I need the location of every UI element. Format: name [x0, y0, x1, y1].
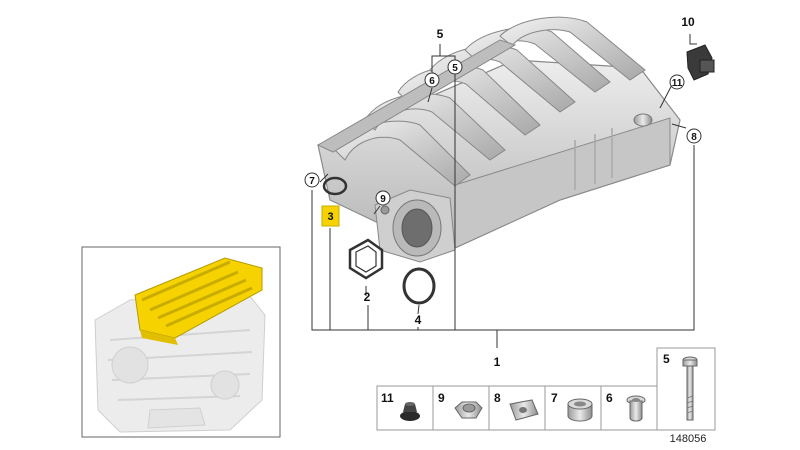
callout-1: 1 [494, 355, 501, 369]
svg-text:9: 9 [438, 391, 445, 405]
sleeve-icon [626, 395, 646, 422]
svg-text:8: 8 [494, 391, 501, 405]
svg-text:6: 6 [429, 76, 435, 87]
svg-text:7: 7 [309, 176, 315, 187]
leader-lines [311, 34, 697, 348]
svg-text:8: 8 [691, 132, 697, 143]
callout-circle-5: 5 [447, 59, 463, 75]
grommet-icon [400, 402, 420, 421]
legend-item-6: 6 [600, 385, 658, 431]
svg-text:5: 5 [452, 63, 458, 74]
callout-4: 4 [415, 313, 422, 327]
callout-circle-11: 11 [669, 74, 685, 90]
callout-10: 10 [681, 15, 695, 29]
legend-item-9: 9 [432, 385, 490, 431]
gasket-part-2 [348, 238, 384, 280]
intake-manifold-assembly [316, 16, 681, 263]
hex-nut-icon [454, 401, 483, 419]
svg-text:5: 5 [663, 352, 670, 366]
callouts: 1 2 4 5 10 5 6 7 8 9 11 3 [304, 15, 702, 369]
reference-number: 148056 [670, 433, 707, 445]
callout-circle-8: 8 [686, 128, 702, 144]
svg-text:3: 3 [327, 211, 333, 223]
bushing-icon [567, 398, 593, 422]
legend-item-11: 11 [376, 385, 434, 431]
callout-circle-7: 7 [304, 172, 320, 188]
callout-2: 2 [364, 290, 371, 304]
parts-legend: 11 9 8 7 [376, 347, 716, 431]
legend-item-5: 5 [656, 347, 716, 431]
engine-overview-thumbnail [81, 246, 281, 438]
sensor-part-10 [686, 44, 715, 81]
o-ring-part-4 [402, 267, 436, 305]
legend-item-8: 8 [488, 385, 546, 431]
legend-item-7: 7 [544, 385, 602, 431]
svg-text:11: 11 [381, 391, 394, 405]
o-ring-part-7 [322, 176, 348, 196]
svg-text:9: 9 [380, 194, 386, 205]
callout-5-top: 5 [437, 27, 444, 41]
callout-circle-6: 6 [424, 72, 440, 88]
highlighted-intake-manifold [134, 257, 263, 345]
svg-text:11: 11 [672, 78, 683, 89]
bolt-icon [682, 356, 698, 421]
svg-text:7: 7 [551, 391, 558, 405]
clip-nut-icon [509, 399, 539, 421]
callout-highlight-3: 3 [321, 205, 340, 227]
callout-circle-9: 9 [375, 190, 391, 206]
svg-text:6: 6 [606, 391, 613, 405]
